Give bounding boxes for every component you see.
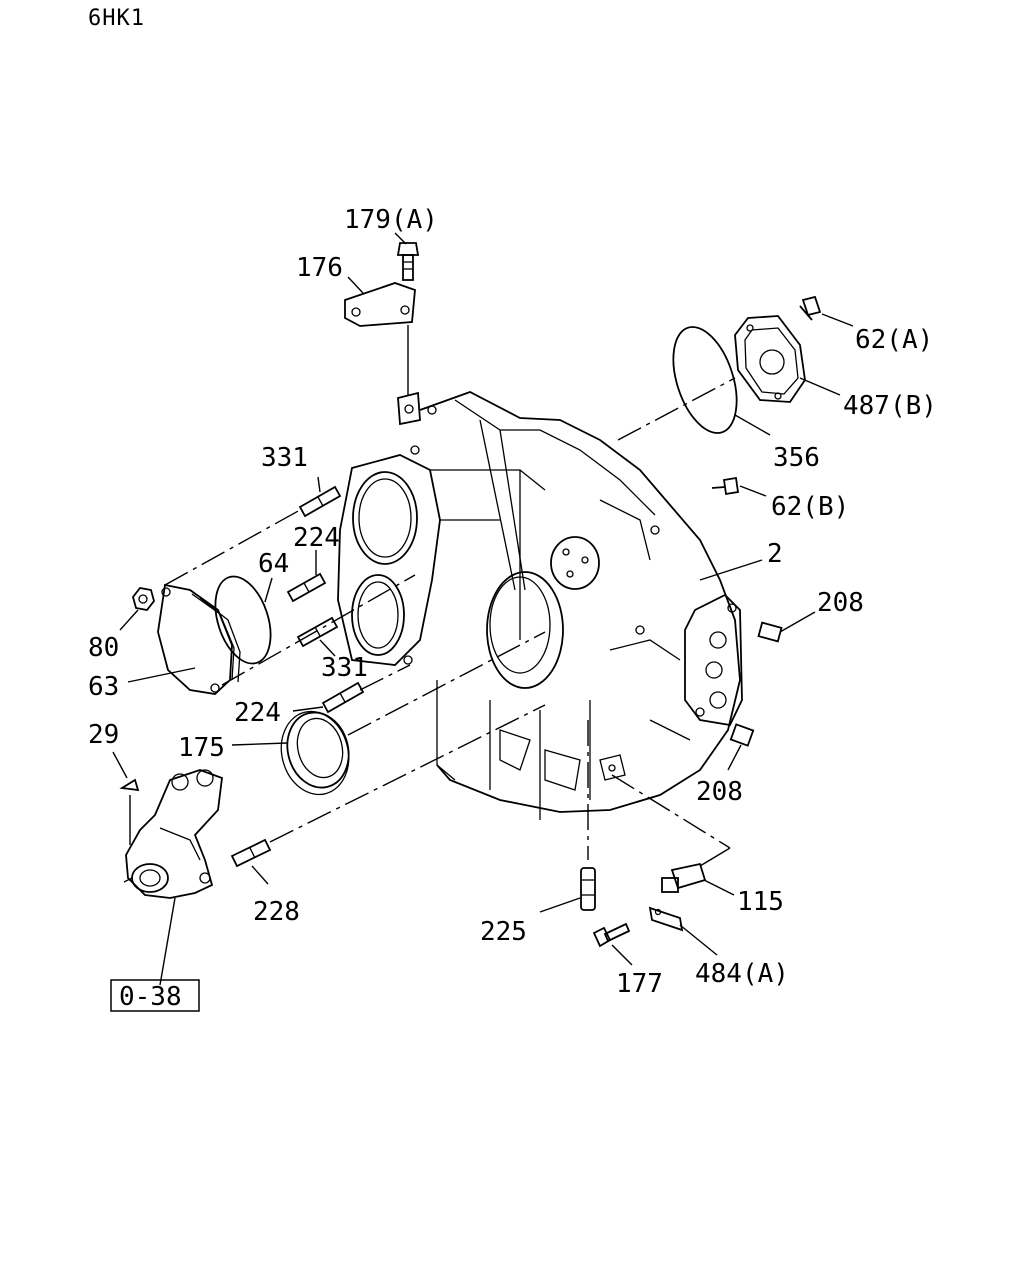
stud-228 <box>230 838 272 868</box>
bolt-62a <box>799 295 822 321</box>
bolt-62b <box>711 476 740 496</box>
callout-331-lower: 331 <box>321 653 368 683</box>
reference-box <box>110 979 200 1012</box>
callout-64: 64 <box>258 549 289 579</box>
callout-224-lower: 224 <box>234 698 281 728</box>
bracket-176 <box>344 282 416 327</box>
flywheel-housing <box>337 391 743 820</box>
callout-487b: 487(B) <box>843 391 937 421</box>
callout-63: 63 <box>88 672 119 702</box>
stud-224-lower <box>321 681 365 714</box>
dowel-225 <box>580 867 596 911</box>
stud-224-upper <box>286 572 327 603</box>
callout-80: 80 <box>88 633 119 663</box>
stud-331-upper <box>298 485 342 518</box>
model-code: 6HK1 <box>88 6 145 31</box>
bracket-484a <box>648 906 684 932</box>
callout-356: 356 <box>773 443 820 473</box>
plug-208-upper <box>757 621 783 643</box>
oil-seal-175 <box>280 710 350 796</box>
callout-175: 175 <box>178 733 225 763</box>
starter-motor <box>123 769 223 899</box>
callout-62a: 62(A) <box>855 325 933 355</box>
sensor-115 <box>661 862 707 893</box>
callout-62b: 62(B) <box>771 492 849 522</box>
callout-208-lower: 208 <box>696 777 743 807</box>
callout-labels: 179(A) 176 62(A) 487(B) 356 331 62(B) 22… <box>88 205 937 1012</box>
plug-208-lower <box>729 723 755 747</box>
bolt-177 <box>592 922 631 948</box>
callout-225: 225 <box>480 917 527 947</box>
callout-115: 115 <box>737 887 784 917</box>
callout-29: 29 <box>88 720 119 750</box>
gasket-64 <box>214 575 272 665</box>
stud-331-lower <box>296 616 339 648</box>
callout-224-upper: 224 <box>293 523 340 553</box>
reference-box-label: 0-38 <box>119 982 182 1012</box>
cover-63 <box>157 583 241 695</box>
callout-331-upper: 331 <box>261 443 308 473</box>
callout-208-upper: 208 <box>817 588 864 618</box>
callout-228: 228 <box>253 897 300 927</box>
callout-484a: 484(A) <box>695 959 789 989</box>
callout-176: 176 <box>296 253 343 283</box>
bolt-179a <box>396 242 420 281</box>
nut-80 <box>132 587 155 611</box>
callout-179a: 179(A) <box>344 205 438 235</box>
callout-177: 177 <box>616 969 663 999</box>
callout-2: 2 <box>767 539 783 569</box>
key-29 <box>119 778 140 792</box>
o-ring-356 <box>672 326 738 434</box>
cover-487b <box>734 315 806 403</box>
